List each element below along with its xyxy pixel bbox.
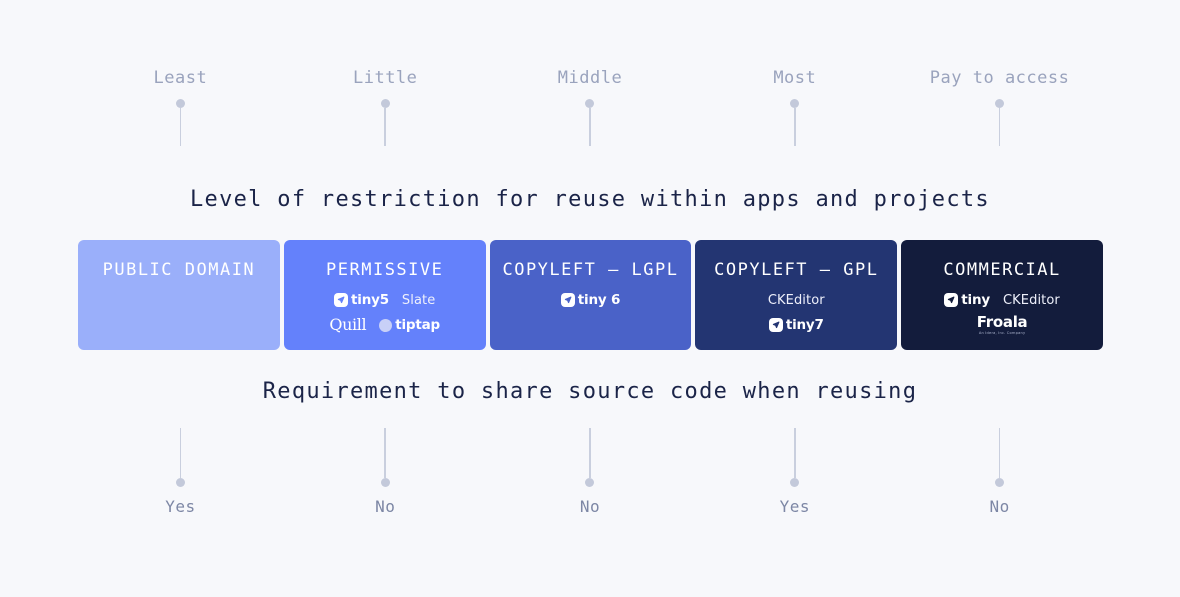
logo-tiny5: tiny5 [334,292,389,308]
card-logo-group: tiny5 Slate Quill tiptap [329,290,440,335]
license-card-copyleft-lgpl[interactable]: COPYLEFT — LGPL tiny 6 [489,240,692,350]
logo-slate: Slate [402,293,435,308]
top-scale-item: Least [78,68,283,146]
tiny-mark-icon [768,318,783,332]
top-scale-item: Pay to access [897,68,1102,146]
scale-dot-icon [790,478,800,487]
card-logo-group: tiny 6 [560,290,621,310]
card-title: PUBLIC DOMAIN [102,260,256,280]
scale-dot-icon [585,99,595,108]
top-scale-item: Middle [488,68,693,146]
top-scale-item: Little [283,68,488,146]
license-card-copyleft-gpl[interactable]: COPYLEFT — GPL CKEditor tiny7 [695,240,898,350]
restriction-heading: Level of restriction for reuse within ap… [190,187,990,212]
top-scale-label: Middle [557,68,623,88]
scale-line-icon [384,428,386,478]
scale-line-icon [179,108,182,146]
top-scale-label: Least [153,68,208,88]
quill-wordmark-icon: Quill [329,314,367,334]
scale-dot-icon [790,99,800,108]
card-title: PERMISSIVE [326,260,444,280]
source-sharing-heading: Requirement to share source code when re… [262,379,918,404]
logo-froala: Froala An Idera, Inc. Company [976,312,1028,336]
logo-ckeditor: CKEditor [768,293,825,308]
logo-label: CKEditor [767,292,825,308]
bottom-scale-item: No [283,428,488,516]
top-scale: Least Little Middle Most Pay to access [78,68,1102,146]
scale-line-icon [179,428,182,478]
logo-tiny6: tiny 6 [560,292,621,308]
logo-row: Quill tiptap [329,315,440,335]
bottom-scale-label: No [989,497,1010,516]
bottom-scale-label: Yes [779,497,810,516]
scale-dot-icon [380,478,390,487]
license-card-commercial[interactable]: COMMERCIAL tiny CKEditor Froala [901,240,1103,350]
card-title: COMMERCIAL [943,260,1061,280]
tiny-mark-icon [334,293,349,307]
logo-label: tiny 6 [577,292,621,308]
bottom-scale-label: Yes [165,497,196,516]
scale-dot-icon [175,99,185,108]
bottom-scale-label: No [579,497,601,516]
logo-tiny: tiny [944,292,990,308]
top-scale-item: Most [692,68,897,146]
license-card-public-domain[interactable]: PUBLIC DOMAIN [78,240,280,350]
scale-line-icon [384,108,386,146]
logo-quill: Quill [329,314,367,335]
scale-dot-icon [380,99,390,108]
scale-dot-icon [995,99,1005,108]
scale-line-icon [793,108,796,146]
card-logo-group: tiny CKEditor Froala An Idera, Inc. Comp… [944,290,1060,335]
scale-line-icon [793,428,796,478]
logo-row: CKEditor [768,290,825,310]
logo-label: tiptap [395,317,440,333]
scale-dot-icon [995,478,1005,487]
card-title: COPYLEFT — GPL [714,260,879,280]
logo-label: Froala [976,312,1028,331]
tiny-mark-icon [944,293,959,307]
tiptap-circle-icon [379,318,393,332]
logo-row: tiny 6 [560,290,621,310]
logo-sublabel: An Idera, Inc. Company [978,330,1026,335]
logo-ckeditor: CKEditor [1003,293,1060,308]
logo-row: tiny CKEditor [944,290,1060,310]
logo-tiptap: tiptap [379,317,440,333]
logo-row: tiny7 [768,315,824,335]
bottom-scale-item: Yes [692,428,897,516]
logo-tiny7: tiny7 [768,317,824,333]
license-card-permissive[interactable]: PERMISSIVE tiny5 Slate Quill [283,240,486,350]
logo-label: tiny [961,292,990,308]
top-scale-label: Pay to access [929,68,1070,88]
bottom-scale-item: No [897,428,1102,516]
scale-line-icon [998,108,1001,146]
logo-label: tiny5 [351,292,389,308]
license-card-row: PUBLIC DOMAIN PERMISSIVE tiny5 Slate [78,240,1103,350]
logo-row: Froala An Idera, Inc. Company [976,312,1028,336]
scale-dot-icon [585,478,595,487]
bottom-scale-item: No [488,428,693,516]
logo-row: tiny5 Slate [334,290,435,310]
logo-label: tiny7 [785,317,824,333]
scale-line-icon [589,108,591,146]
top-scale-label: Most [773,68,817,88]
scale-line-icon [998,428,1001,478]
bottom-scale: Yes No No Yes No [78,428,1102,516]
logo-label: CKEditor [1002,292,1060,308]
top-scale-label: Little [352,68,418,88]
scale-line-icon [589,428,591,478]
bottom-scale-item: Yes [78,428,283,516]
bottom-scale-label: No [375,497,396,516]
scale-dot-icon [175,478,185,487]
tiny-mark-icon [560,293,575,307]
card-logo-group: CKEditor tiny7 [768,290,825,335]
logo-label: Slate [401,292,436,308]
card-title: COPYLEFT — LGPL [502,260,679,280]
